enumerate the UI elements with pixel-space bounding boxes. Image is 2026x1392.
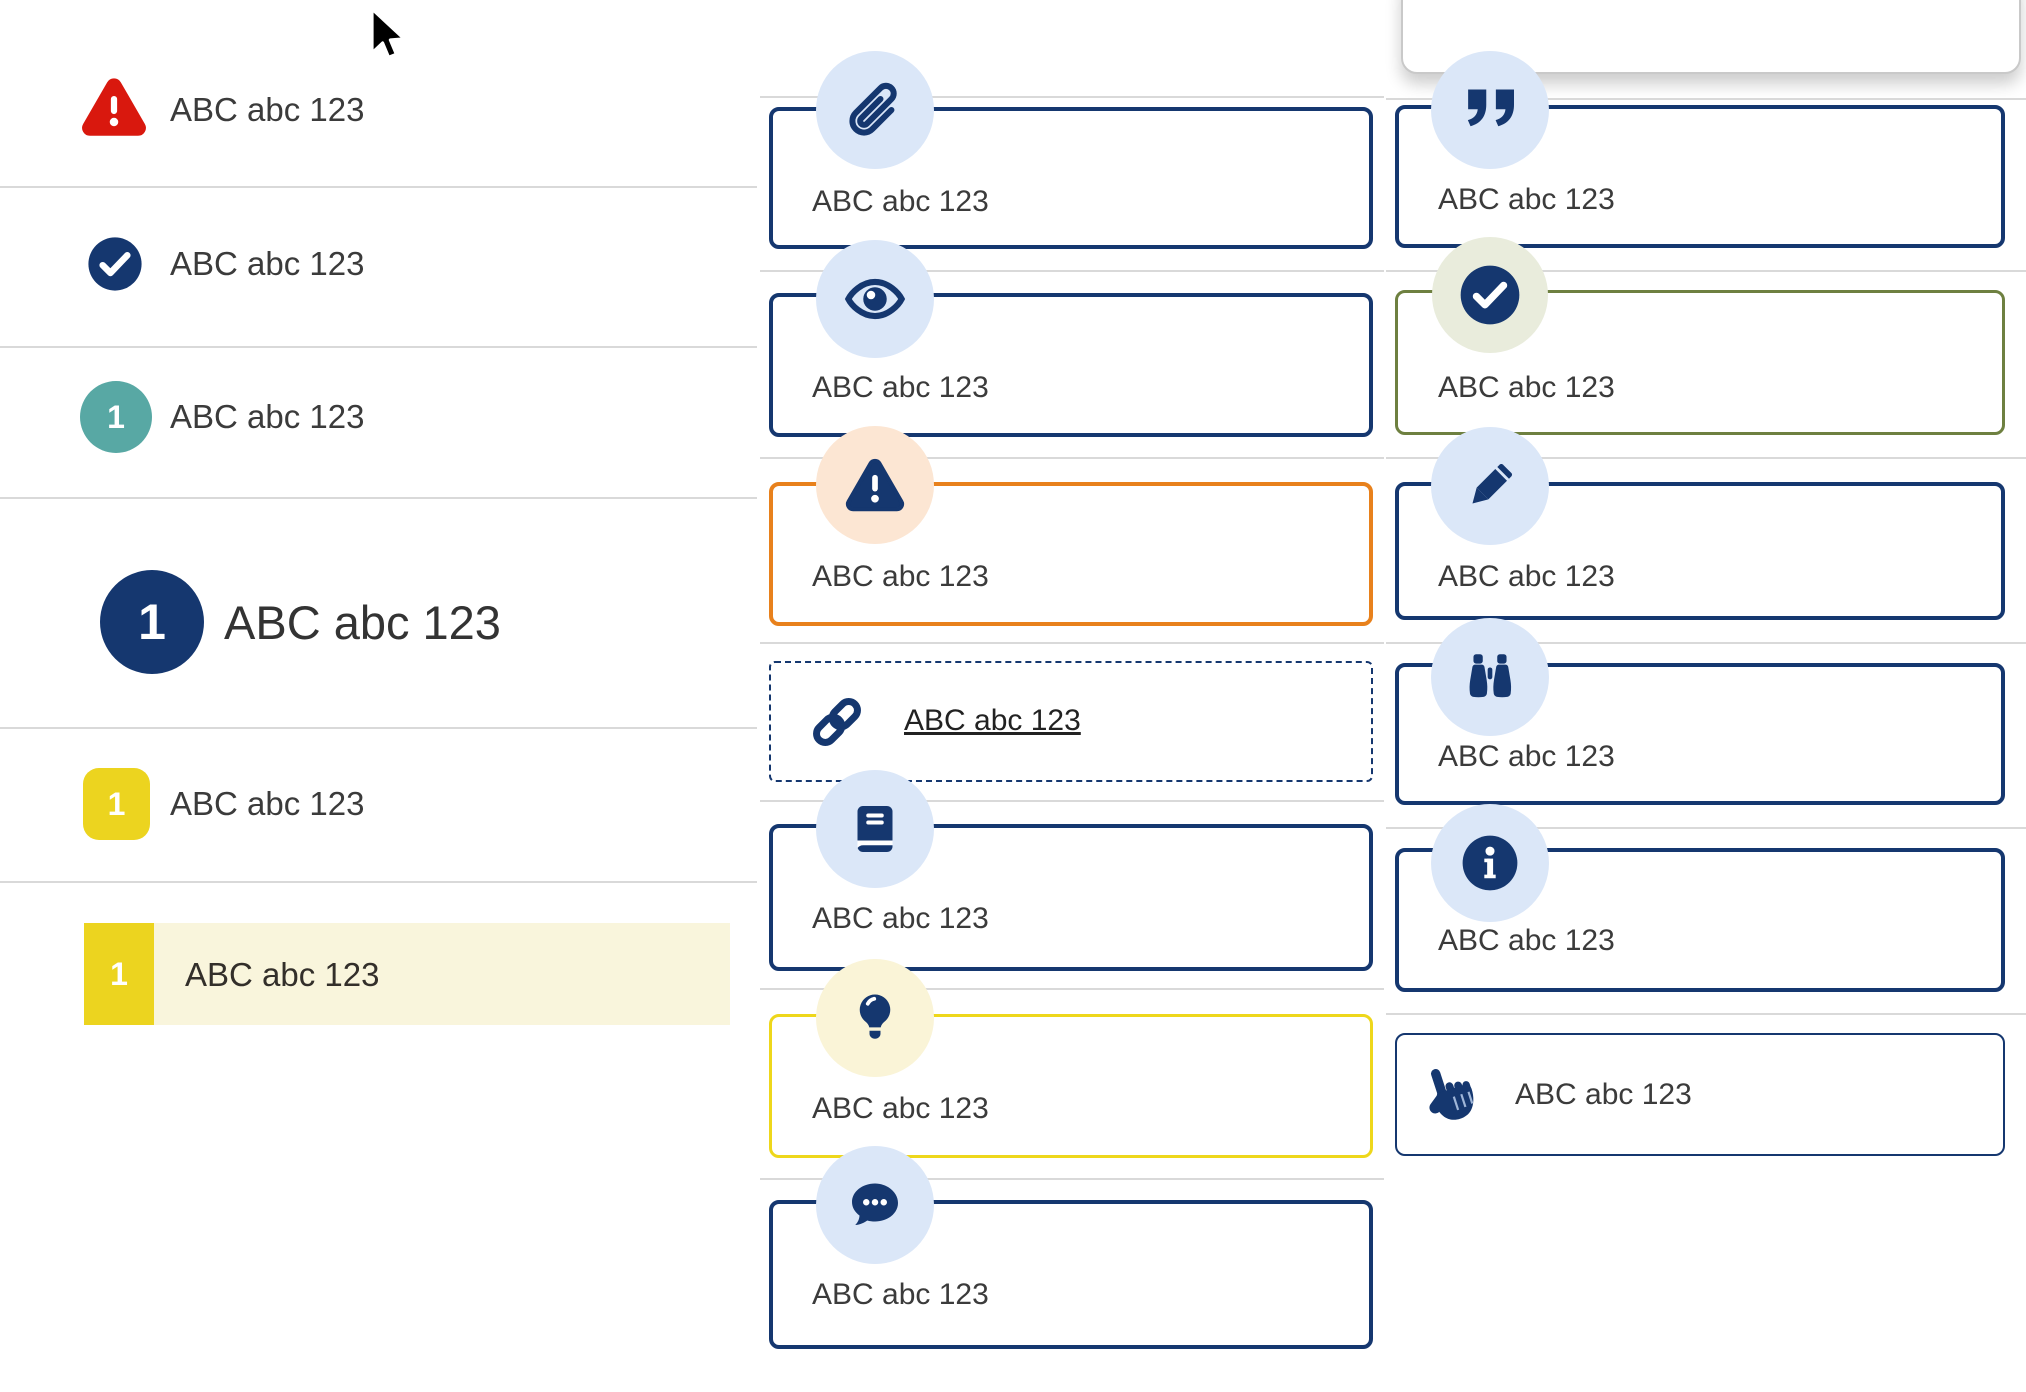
list-item-alert[interactable]: ABC abc 123 xyxy=(0,0,757,186)
card-label: ABC abc 123 xyxy=(1438,740,1615,773)
badge-number: 1 xyxy=(110,955,128,992)
list-divider xyxy=(0,346,757,348)
list-item-label: ABC abc 123 xyxy=(224,596,501,649)
card-label: ABC abc 123 xyxy=(812,1278,989,1311)
list-item-label: ABC abc 123 xyxy=(185,956,380,993)
list-item-step-highlighted[interactable]: 1 ABC abc 123 xyxy=(0,883,757,1063)
card-divider xyxy=(760,988,1384,990)
card-divider xyxy=(1386,642,2026,644)
card-label: ABC abc 123 xyxy=(812,185,989,218)
quote-icon xyxy=(1431,51,1549,169)
badge-number: 1 xyxy=(107,785,126,822)
card-divider xyxy=(760,1178,1384,1180)
card-divider xyxy=(1386,827,2026,829)
chat-bubble-icon xyxy=(816,1146,934,1264)
pencil-icon xyxy=(1431,427,1549,545)
list-item-label: ABC abc 123 xyxy=(170,91,365,128)
card-label: ABC abc 123 xyxy=(1515,1078,1692,1111)
alert-triangle-icon xyxy=(80,74,148,140)
card-divider xyxy=(1386,1013,2026,1015)
card-divider xyxy=(1386,98,2026,100)
card-book[interactable] xyxy=(769,824,1373,971)
lightbulb-icon xyxy=(816,959,934,1077)
info-icon xyxy=(1431,804,1549,922)
badge-number: 1 xyxy=(138,594,166,650)
card-label: ABC abc 123 xyxy=(1438,371,1615,404)
yellow-number-bar-badge: 1 xyxy=(84,923,154,1025)
card-label: ABC abc 123 xyxy=(812,1092,989,1125)
card-link[interactable] xyxy=(769,661,1373,782)
teal-number-badge: 1 xyxy=(80,381,152,453)
list-item-check[interactable]: ABC abc 123 xyxy=(0,188,757,346)
card-label: ABC abc 123 xyxy=(1438,183,1615,216)
binoculars-icon xyxy=(1431,618,1549,736)
list-item-label: ABC abc 123 xyxy=(170,785,365,822)
card-action[interactable] xyxy=(1395,1033,2005,1156)
mouse-cursor-icon xyxy=(368,6,410,66)
check-circle-icon xyxy=(86,235,144,293)
list-divider xyxy=(0,497,757,499)
card-divider xyxy=(760,270,1384,272)
list-item-step-yellow[interactable]: 1 ABC abc 123 xyxy=(0,729,757,881)
card-label: ABC abc 123 xyxy=(1438,924,1615,957)
book-icon xyxy=(816,770,934,888)
list-divider xyxy=(0,186,757,188)
card-divider xyxy=(760,642,1384,644)
paperclip-icon xyxy=(816,51,934,169)
link-text[interactable]: ABC abc 123 xyxy=(904,704,1081,737)
list-item-label: ABC abc 123 xyxy=(170,398,365,435)
card-divider xyxy=(760,96,1384,98)
list-item-step-teal[interactable]: 1 ABC abc 123 xyxy=(0,349,757,497)
warning-triangle-icon xyxy=(816,426,934,544)
card-label: ABC abc 123 xyxy=(1438,560,1615,593)
badge-number: 1 xyxy=(107,398,125,435)
large-navy-number-badge: 1 xyxy=(100,570,204,674)
yellow-number-badge: 1 xyxy=(83,768,150,840)
check-circle-icon xyxy=(1432,237,1548,353)
link-icon xyxy=(806,691,868,753)
card-divider xyxy=(1386,270,2026,272)
card-divider xyxy=(1386,457,2026,459)
card-label: ABC abc 123 xyxy=(812,902,989,935)
eye-icon xyxy=(816,240,934,358)
list-item-step-large[interactable]: 1 ABC abc 123 xyxy=(0,499,757,727)
highlight-row-background xyxy=(154,923,730,1025)
list-item-label: ABC abc 123 xyxy=(170,245,365,282)
list-divider xyxy=(0,881,757,883)
card-label: ABC abc 123 xyxy=(812,560,989,593)
hand-pointer-icon xyxy=(1415,1058,1485,1134)
card-label: ABC abc 123 xyxy=(812,371,989,404)
card-divider xyxy=(760,800,1384,802)
list-divider xyxy=(0,727,757,729)
card-divider xyxy=(760,457,1384,459)
